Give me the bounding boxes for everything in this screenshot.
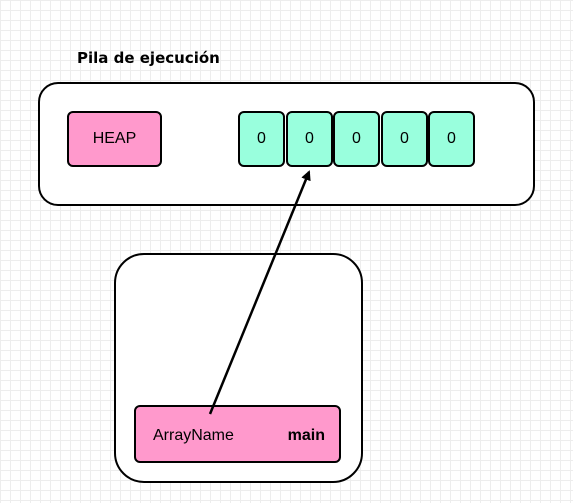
function-name: main (287, 427, 325, 444)
stack-frame: ArrayName main (134, 405, 341, 463)
array-cell-4: 0 (428, 111, 475, 167)
array-cell-2: 0 (333, 111, 380, 167)
array-cell-3: 0 (381, 111, 428, 167)
variable-name: ArrayName (153, 427, 234, 444)
array-cell-1: 0 (286, 111, 333, 167)
array-cell-0: 0 (238, 111, 285, 167)
diagram-title: Pila de ejecución (77, 49, 220, 67)
heap-label: HEAP (67, 111, 162, 167)
